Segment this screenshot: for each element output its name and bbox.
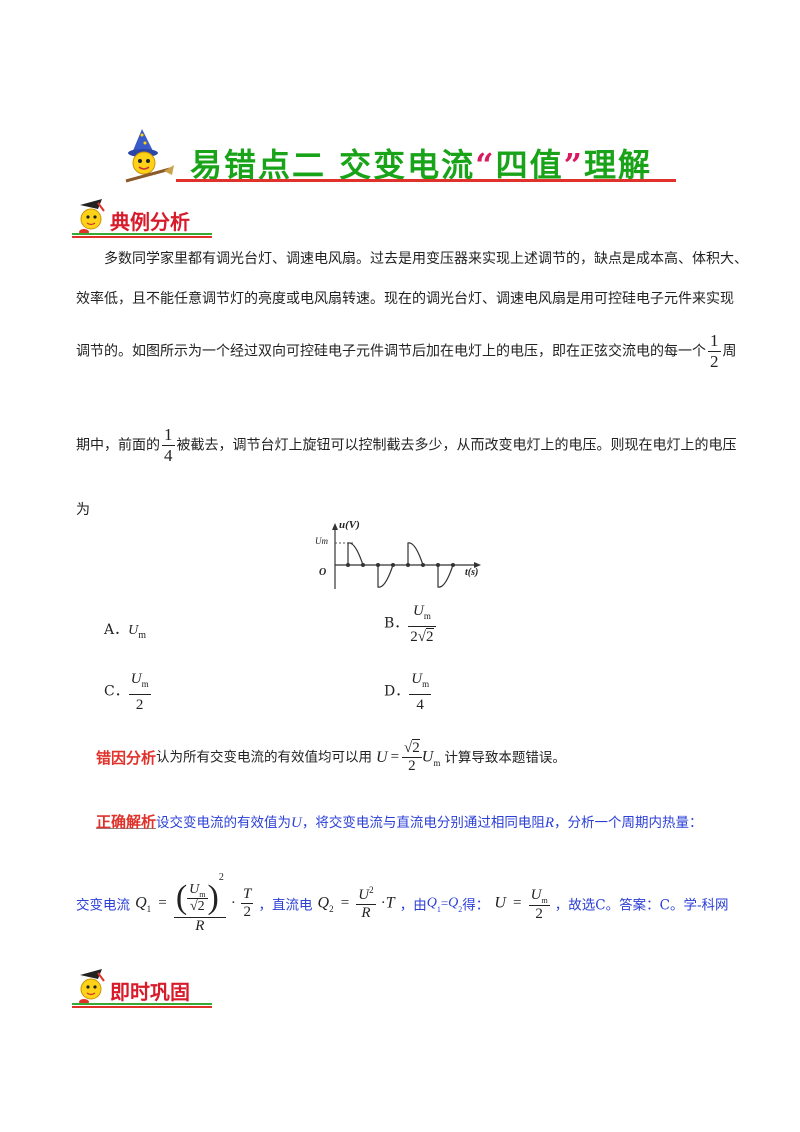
q1-fraction: (Um√2)2 R: [173, 872, 226, 934]
error-analysis-label: 错因分析: [96, 749, 157, 767]
title-underline: [176, 179, 676, 182]
title-quote-open: “: [475, 146, 496, 184]
problem-line-1: 多数同学家里都有调光台灯、调速电风扇。过去是用变压器来实现上述调节的，缺点是成本…: [104, 251, 748, 267]
title-quote-word: 四值: [495, 146, 564, 184]
title-end: 理解: [583, 146, 652, 184]
mascot-icon: [72, 195, 112, 237]
mascot-icon-2: [72, 965, 112, 1007]
problem-line-3: 调节的。如图所示为一个经过双向可控硅电子元件调节后加在电灯上的电压，即在正弦交流…: [76, 331, 737, 371]
voltage-waveform-figure: u(V) Um O t(s): [315, 519, 490, 593]
figure-y-label: u(V): [339, 519, 360, 531]
correct-analysis-line: 正确解析设交变电流的有效值为U，将交变电流与直流电分别通过相同电阻R，分析一个周…: [96, 813, 703, 831]
problem-line-5: 为: [76, 502, 90, 518]
figure-x-label: t(s): [465, 567, 479, 578]
section1-rule-green: [72, 233, 212, 235]
correct-analysis-label: 正确解析: [96, 813, 157, 831]
title-main: 易错点二 交变电流: [190, 146, 476, 184]
section-title-examples: 典例分析: [110, 210, 190, 234]
page-title: 易错点二 交变电流“四值”理解: [190, 140, 652, 186]
problem-line-2: 效率低，且不能任意调节灯的亮度或电风扇转速。现在的调光台灯、调速电风扇是用可控硅…: [76, 291, 734, 307]
section2-rule-green: [72, 1003, 212, 1005]
option-a[interactable]: A．Um: [104, 622, 147, 641]
section-title-practice: 即时巩固: [110, 980, 190, 1004]
figure-um-label: Um: [315, 536, 328, 546]
wizard-mascot-icon: [120, 127, 176, 185]
section2-rule-red: [72, 1006, 212, 1008]
section1-rule-red: [72, 236, 212, 238]
title-quote-close: ”: [563, 146, 584, 184]
figure-origin-label: O: [319, 567, 327, 578]
